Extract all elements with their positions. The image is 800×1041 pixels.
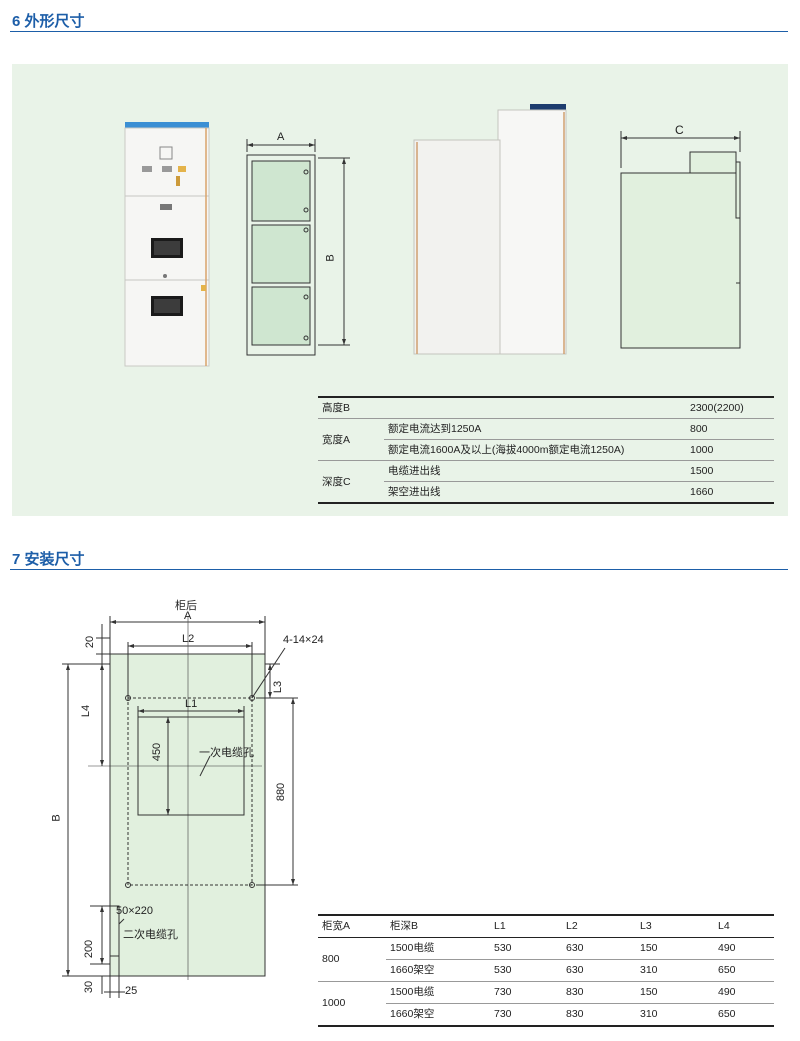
cabinet-front-photo	[124, 122, 210, 367]
holes-label: 4-14×24	[283, 634, 324, 646]
dim-880-label: 880	[275, 782, 288, 802]
outline-spec-table: 高度B 2300(2200) 宽度A 额定电流达到1250A 800 额定电流1…	[318, 396, 774, 504]
table-cell: 830	[562, 981, 636, 1004]
section-6-title: 6 外形尺寸	[12, 13, 85, 30]
header-cell: L3	[636, 914, 714, 938]
l1-label: L1	[185, 698, 198, 710]
dim-a-label: A	[277, 131, 285, 143]
side-elevation	[620, 131, 741, 349]
rear-label: 柜后	[175, 600, 197, 612]
table-cell: 530	[490, 937, 562, 960]
table-cell: 490	[714, 981, 774, 1004]
table-cell: 630	[562, 937, 636, 960]
secondary-hole-label: 二次电缆孔	[123, 929, 178, 941]
spec-item: 额定电流1600A及以上(海拔4000m额定电流1250A)	[384, 439, 686, 461]
dim-30-label: 30	[83, 980, 96, 994]
table-cell: 650	[714, 959, 774, 982]
table-row: 宽度A 额定电流达到1250A 800	[318, 418, 774, 461]
table-cell: 1660架空	[386, 959, 490, 982]
table-cell: 530	[490, 959, 562, 982]
table-cell: 310	[636, 959, 714, 982]
table-cell: 310	[636, 1003, 714, 1027]
install-b-label: B	[50, 814, 63, 822]
spec-value: 1000	[686, 439, 774, 461]
table-row: 深度C 电缆进出线 1500	[318, 460, 774, 504]
table-cell: 1000	[318, 981, 386, 1027]
spec-value: 800	[686, 418, 774, 440]
table-cell: 630	[562, 959, 636, 982]
table-cell: 1500电缆	[386, 937, 490, 960]
header-cell: L1	[490, 914, 562, 938]
table-cell: 730	[490, 981, 562, 1004]
l4-label: L4	[80, 704, 93, 718]
front-elevation	[246, 139, 350, 356]
install-drawing	[62, 616, 298, 998]
table-cell: 650	[714, 1003, 774, 1027]
spec-value: 2300(2200)	[686, 396, 774, 419]
spec-group: 高度B	[318, 396, 384, 419]
dim-b-label: B	[324, 254, 337, 262]
table-cell: 150	[636, 937, 714, 960]
table-header-row: 柜宽A 柜深B L1 L2 L3 L4	[318, 914, 774, 938]
table-cell: 1660架空	[386, 1003, 490, 1027]
section-7-title: 7 安装尺寸	[12, 551, 85, 568]
table-row: 800 1500电缆 530 630 150 490	[318, 937, 774, 982]
header-cell: L4	[714, 914, 774, 938]
table-cell: 730	[490, 1003, 562, 1027]
section-6-divider	[10, 31, 788, 32]
table-row: 1660架空 730 830 310 650	[318, 1003, 774, 1027]
header-cell: 柜深B	[386, 914, 490, 938]
install-a-label: A	[184, 610, 192, 622]
table-cell: 1500电缆	[386, 981, 490, 1004]
spec-item	[384, 396, 686, 419]
table-cell: 830	[562, 1003, 636, 1027]
table-cell: 150	[636, 981, 714, 1004]
mount-dimension-table: 柜宽A 柜深B L1 L2 L3 L4 800 1500电缆 530 630 1…	[318, 914, 774, 1027]
dim-200-label: 200	[83, 939, 96, 959]
spec-item: 电缆进出线	[384, 460, 686, 482]
l3-label: L3	[272, 680, 285, 694]
secondary-size-label: 50×220	[116, 905, 154, 917]
table-row: 架空进出线 1660	[318, 481, 774, 504]
dim-25-label: 25	[125, 985, 138, 997]
table-row: 额定电流1600A及以上(海拔4000m额定电流1250A) 1000	[318, 439, 774, 461]
l2-label: L2	[182, 633, 195, 645]
spec-item: 架空进出线	[384, 481, 686, 504]
spec-value: 1660	[686, 481, 774, 504]
primary-hole-label: 一次电缆孔	[199, 747, 254, 759]
table-cell: 490	[714, 937, 774, 960]
table-row: 1660架空 530 630 310 650	[318, 959, 774, 982]
spec-group: 深度C	[318, 460, 384, 504]
spec-value: 1500	[686, 460, 774, 482]
header-cell: 柜宽A	[318, 914, 386, 938]
table-row: 1000 1500电缆 730 830 150 490	[318, 981, 774, 1027]
spec-group: 宽度A	[318, 418, 384, 461]
dim-c-label: C	[675, 123, 684, 137]
outline-drawings	[124, 104, 741, 367]
dim-20-label: 20	[84, 635, 97, 649]
spec-item: 额定电流达到1250A	[384, 418, 686, 440]
dim-450-label: 450	[151, 742, 164, 762]
table-row: 高度B 2300(2200)	[318, 396, 774, 419]
header-cell: L2	[562, 914, 636, 938]
section-7-divider	[10, 569, 788, 570]
cabinet-side-photo	[413, 104, 567, 355]
table-cell: 800	[318, 937, 386, 982]
